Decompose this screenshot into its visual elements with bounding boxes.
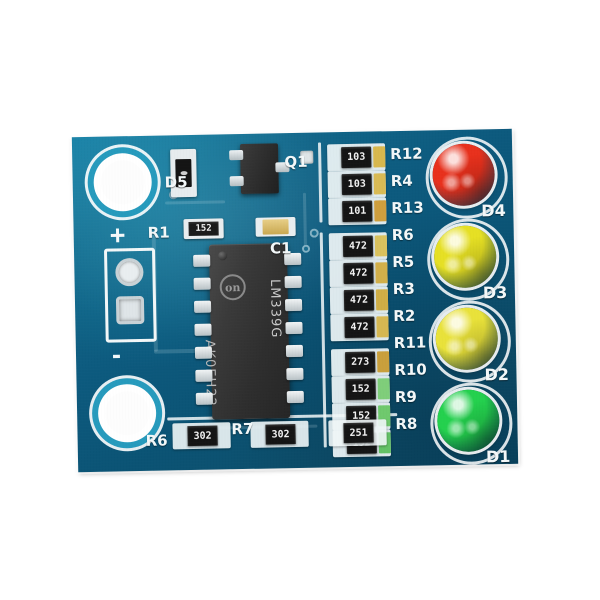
- capacitor-c1: [255, 216, 296, 237]
- led-side-ref-r2: R2: [393, 306, 416, 326]
- ic-lead: [193, 300, 212, 313]
- on-semiconductor-logo: on: [219, 273, 246, 301]
- refdes-q1: Q1: [284, 152, 308, 172]
- resistor-r4: 103: [341, 173, 372, 196]
- ic-lead: [285, 321, 303, 335]
- solder-pad: [375, 289, 389, 311]
- ic-lm339: on LM339G AK0EH22: [202, 243, 291, 420]
- resistor-r13: 101: [342, 200, 373, 223]
- ic-lead: [284, 298, 303, 312]
- refdes-r7: R7: [231, 419, 254, 439]
- ic-lead: [195, 392, 213, 405]
- trace: [165, 200, 226, 205]
- ic-lead: [286, 390, 304, 404]
- led-side-ref-r10: R10: [394, 360, 427, 380]
- led-side-ref-r5: R5: [392, 252, 415, 272]
- solder-pad: [376, 351, 390, 373]
- led-side-ref-r8: R8: [395, 414, 418, 434]
- refdes-c1: C1: [269, 239, 292, 258]
- silk-minus-sign: -: [111, 339, 122, 370]
- resistor-code: 152: [188, 221, 219, 237]
- resistor-r10: 152: [345, 378, 376, 401]
- ic-lead: [195, 369, 213, 382]
- solder-pad: [373, 173, 386, 195]
- resistor-r12: 103: [341, 146, 372, 169]
- resistor-r1: 152: [183, 218, 224, 240]
- led-side-ref-r4: R4: [390, 171, 413, 191]
- led-refdes-d3: D3: [482, 282, 508, 303]
- ic-lead: [193, 254, 211, 267]
- ic-lead: [286, 367, 304, 381]
- refdes-d5: D5: [164, 173, 188, 192]
- power-terminal-pads: [103, 247, 157, 343]
- ic-lead: [285, 344, 304, 358]
- resistor-r11: 273: [344, 351, 376, 374]
- resistor-bank: 103103101472472472472273152152152: [327, 143, 393, 458]
- ic-part-number: LM339G: [266, 278, 283, 339]
- resistor-r6: 472: [342, 235, 374, 258]
- resistor-bottom-1: 302: [265, 424, 296, 445]
- led-side-ref-r12: R12: [390, 144, 423, 164]
- led-refdes-d4: D4: [481, 200, 506, 221]
- led-side-ref-r6: R6: [391, 225, 414, 245]
- ic-lead: [284, 275, 302, 289]
- solder-pad: [376, 316, 389, 338]
- ic-lead: [194, 346, 213, 359]
- ic-lead: [194, 323, 212, 336]
- ic-pin1-notch: [218, 251, 228, 261]
- resistor-r3: 472: [343, 289, 375, 312]
- solder-pad: [375, 262, 388, 284]
- pad-positive: [115, 257, 144, 287]
- resistor-r5: 472: [343, 262, 374, 285]
- led-side-ref-r13: R13: [391, 198, 424, 218]
- transistor-q1: [229, 143, 290, 195]
- via: [309, 228, 319, 238]
- pad-negative: [115, 295, 145, 325]
- mounting-hole-bottom: [104, 390, 150, 436]
- led-side-ref-r9: R9: [394, 387, 418, 407]
- refdes-r1: R1: [147, 223, 170, 242]
- led-refdes-d2: D2: [484, 364, 510, 385]
- silk-plus-sign: +: [109, 220, 126, 251]
- silk-divider: [317, 142, 323, 223]
- resistor-bottom-2: 251: [343, 422, 374, 444]
- led-side-ref-r11: R11: [393, 333, 427, 353]
- pcb-board: + - 152 on LM339G AK0EH22: [71, 128, 519, 473]
- ic-lead: [193, 277, 211, 290]
- via: [301, 244, 311, 253]
- solder-pad: [373, 146, 386, 168]
- pcb-substrate: + - 152 on LM339G AK0EH22: [71, 128, 519, 473]
- led-side-ref-r3: R3: [392, 279, 415, 299]
- refdes-r6: R6: [145, 431, 168, 450]
- solder-pad: [377, 378, 390, 400]
- led-refdes-d1: D1: [485, 446, 511, 467]
- solder-pad: [374, 235, 388, 257]
- mounting-hole-top: [100, 159, 146, 205]
- resistor-r2: 472: [344, 316, 375, 339]
- resistor-row-bottom: 302 302 251: [172, 419, 387, 451]
- solder-pad: [374, 200, 387, 222]
- resistor-bottom-0: 302: [187, 425, 218, 447]
